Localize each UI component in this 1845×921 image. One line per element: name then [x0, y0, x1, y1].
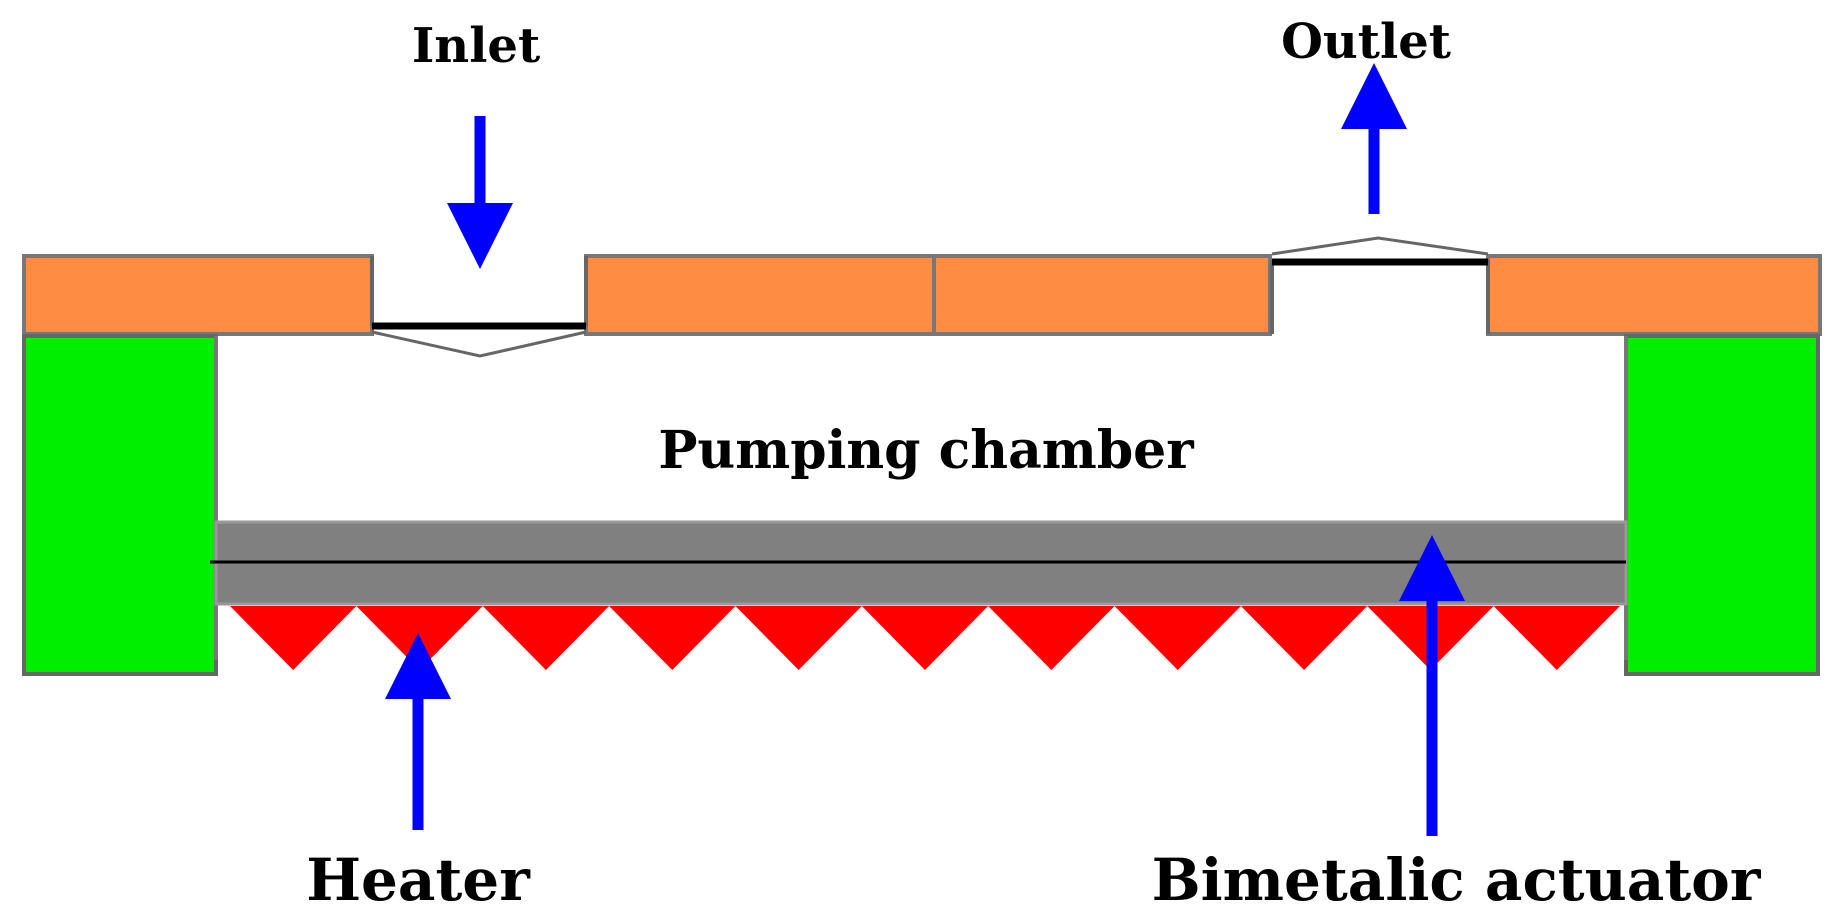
outlet-valve	[1270, 236, 1490, 334]
bimetallic-actuator	[210, 520, 1628, 606]
heater-element	[609, 606, 736, 670]
cover-segment-middle-left	[584, 254, 936, 336]
heater	[230, 606, 1620, 670]
heater-element	[482, 606, 610, 670]
heater-element	[1240, 606, 1368, 670]
outlet-valve-flap	[1271, 236, 1489, 256]
top-cover	[22, 254, 1822, 336]
cover-segment-middle-right	[932, 254, 1272, 336]
inlet-label: Inlet	[412, 18, 540, 74]
heater-element	[230, 606, 357, 670]
heater-label: Heater	[306, 846, 531, 914]
pumping-chamber-label: Pumping chamber	[658, 420, 1194, 481]
cover-segment-right	[1486, 254, 1822, 336]
right-spacer	[1624, 334, 1820, 676]
left-spacer	[22, 334, 218, 676]
inlet-valve-flap	[371, 330, 587, 358]
cover-segment-left	[22, 254, 374, 336]
heater-element	[356, 606, 483, 670]
inlet-valve	[370, 256, 588, 358]
heater-element	[1114, 606, 1241, 670]
heater-element	[861, 606, 989, 670]
heater-element	[988, 606, 1115, 670]
actuator-label: Bimetalic actuator	[1152, 846, 1762, 914]
heater-element	[735, 606, 862, 670]
heater-element	[1493, 606, 1620, 670]
outlet-label: Outlet	[1281, 14, 1451, 70]
